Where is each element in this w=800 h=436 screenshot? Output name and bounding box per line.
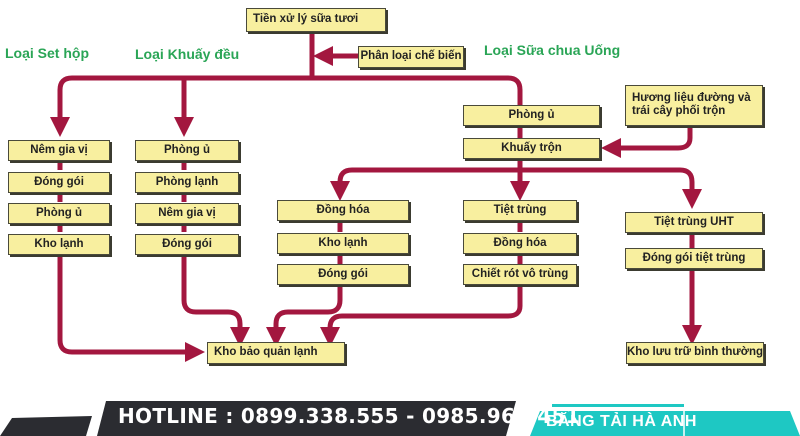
raw-milk-preprocess-box: Tiền xử lý sữa tươi: [246, 8, 386, 32]
set-step-2: Đóng gói: [8, 172, 110, 193]
branch-a-step-3: Đóng gói: [277, 264, 409, 285]
drinking-mixing-box: Khuấy trộn: [463, 138, 600, 159]
set-step-4: Kho lạnh: [8, 234, 110, 255]
footer-banner-shapes: [0, 401, 800, 436]
brand-name: BĂNG TẢI HÀ ANH: [546, 413, 697, 430]
branch-b-step-3: Chiết rót vô trùng: [463, 264, 577, 285]
branch-c-step-1: Tiệt trùng UHT: [625, 212, 763, 233]
branch-a-step-2: Kho lạnh: [277, 233, 409, 254]
stirred-step-4: Đóng gói: [135, 234, 239, 255]
flavor-fruit-box: Hương liệu đường và trái cây phối trộn: [625, 85, 763, 126]
stirred-step-2: Phòng lạnh: [135, 172, 239, 193]
category-drinking-label: Loại Sữa chua Uống: [484, 42, 621, 58]
processing-classification-box: Phân loại chế biến: [358, 46, 464, 68]
branch-b-step-1: Tiệt trùng: [463, 200, 577, 221]
stirred-step-3: Nêm gia vị: [135, 203, 239, 224]
branch-a-step-1: Đồng hóa: [277, 200, 409, 221]
drinking-incubation-box: Phòng ủ: [463, 105, 600, 126]
cold-storage-box: Kho bảo quản lạnh: [207, 342, 345, 364]
stirred-step-1: Phòng ủ: [135, 140, 239, 161]
branch-c-step-2: Đóng gói tiệt trùng: [625, 248, 763, 269]
set-step-3: Phòng ủ: [8, 203, 110, 224]
category-stirred-label: Loại Khuấy đều: [135, 46, 240, 62]
hotline-text: HOTLINE : 0899.338.555 - 0985.962.451: [118, 404, 580, 428]
branch-b-step-2: Đồng hóa: [463, 233, 577, 254]
set-step-1: Nêm gia vị: [8, 140, 110, 161]
category-set-label: Loại Set hộp: [5, 45, 89, 61]
normal-storage-box: Kho lưu trữ bình thường: [626, 342, 764, 364]
